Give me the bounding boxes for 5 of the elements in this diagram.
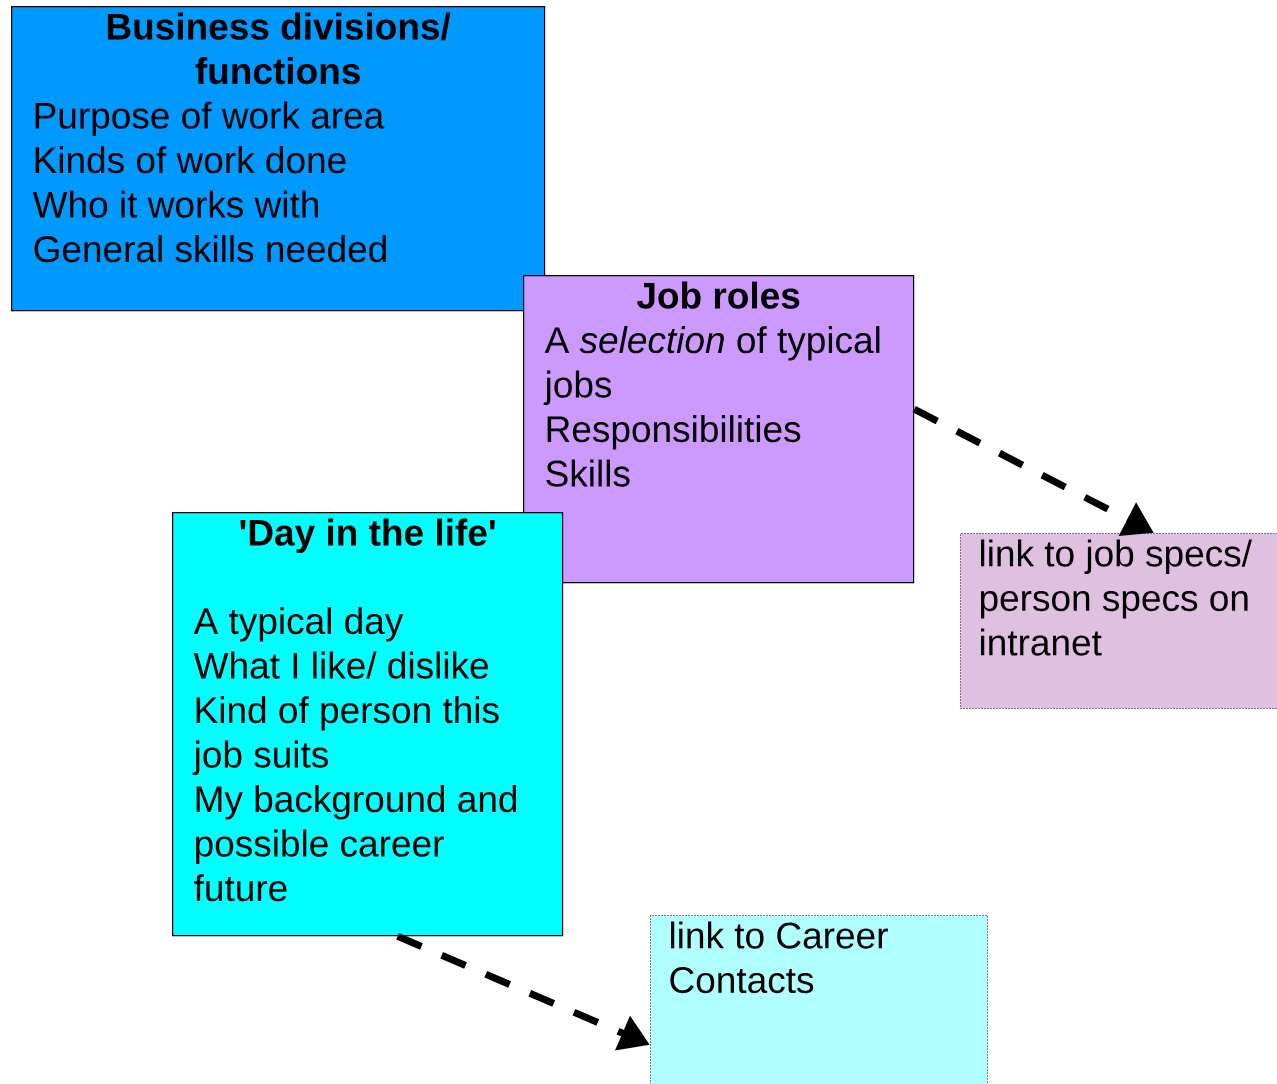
topic-box: Job roles A selection of typical jobs Responsibilities Skills xyxy=(523,275,915,584)
topic-box: Business divisions/ functions Purpose of work area Kinds of work done Who it works with General skills needed xyxy=(11,6,546,312)
topic-box: 'Day in the life' A typical day What I like/ dislike Kind of person this job suits My background and possible career future xyxy=(172,512,564,937)
link-box: link to Career Contacts xyxy=(650,915,988,1084)
link-box: link to job specs/ person specs on intranet xyxy=(960,533,1277,709)
